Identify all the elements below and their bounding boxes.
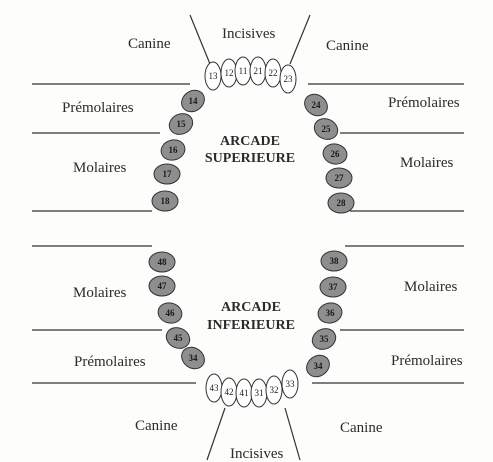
tooth-upper-incisor: 13 [205, 62, 221, 90]
tooth-upper-right: 26 [321, 142, 349, 167]
tooth-lower-right: 38 [321, 251, 347, 271]
label-canine-upper-left: Canine [128, 36, 171, 52]
svg-text:26: 26 [331, 149, 341, 159]
tooth-upper-incisor: 21 [250, 57, 266, 85]
label-molaires-lower-left: Molaires [73, 285, 126, 301]
tooth-upper-left: 15 [166, 110, 196, 138]
svg-text:34: 34 [314, 361, 324, 371]
label-molaires-lower-right: Molaires [404, 279, 457, 295]
svg-text:41: 41 [240, 388, 249, 398]
tooth-lower-incisor: 41 [236, 379, 252, 407]
tooth-lower-incisor: 42 [221, 378, 237, 406]
tooth-lower-right: 34 [302, 351, 333, 381]
label-incisives-upper: Incisives [222, 26, 275, 42]
label-premolaires-upper-left: Prémolaires [62, 100, 134, 116]
tooth-lower-incisor: 43 [206, 374, 222, 402]
svg-text:12: 12 [225, 68, 234, 78]
tooth-upper-left: 17 [154, 164, 180, 184]
svg-text:43: 43 [210, 383, 220, 393]
svg-text:36: 36 [326, 308, 336, 318]
tooth-upper-right: 25 [311, 115, 341, 143]
svg-text:25: 25 [322, 124, 332, 134]
label-incisives-lower: Incisives [230, 446, 283, 462]
upper-arch-title-line1: ARCADE [220, 134, 280, 149]
incisor-guide-upper-left [190, 15, 210, 64]
tooth-upper-right: 27 [326, 168, 352, 188]
svg-text:16: 16 [169, 145, 179, 155]
tooth-upper-left: 14 [177, 86, 208, 116]
tooth-lower-right: 35 [309, 325, 339, 353]
tooth-lower-incisor: 31 [251, 379, 267, 407]
svg-text:31: 31 [255, 388, 264, 398]
tooth-upper-incisor: 22 [265, 59, 281, 87]
label-molaires-upper-left: Molaires [73, 160, 126, 176]
tooth-upper-right: 24 [300, 90, 331, 120]
label-premolaires-lower-right: Prémolaires [391, 353, 463, 369]
svg-text:34: 34 [189, 353, 199, 363]
svg-text:28: 28 [337, 198, 347, 208]
svg-text:21: 21 [254, 66, 263, 76]
upper-left-teeth: 14 15 16 17 18 [152, 86, 209, 211]
label-molaires-upper-right: Molaires [400, 155, 453, 171]
tooth-upper-left: 16 [159, 137, 187, 163]
svg-text:37: 37 [329, 282, 339, 292]
tooth-upper-left: 18 [152, 191, 178, 211]
svg-text:46: 46 [166, 308, 176, 318]
tooth-upper-incisor: 23 [280, 65, 296, 93]
svg-text:27: 27 [335, 173, 345, 183]
svg-text:35: 35 [320, 334, 330, 344]
svg-text:24: 24 [312, 100, 322, 110]
tooth-lower-left: 47 [149, 276, 175, 296]
svg-text:22: 22 [269, 68, 278, 78]
tooth-upper-incisor: 11 [235, 57, 251, 85]
svg-text:13: 13 [209, 71, 219, 81]
tooth-lower-left: 48 [149, 252, 175, 272]
label-canine-lower-right: Canine [340, 420, 383, 436]
svg-text:23: 23 [284, 74, 294, 84]
svg-text:33: 33 [286, 379, 296, 389]
svg-text:47: 47 [158, 281, 168, 291]
svg-text:17: 17 [163, 169, 173, 179]
svg-text:18: 18 [161, 196, 171, 206]
tooth-lower-incisor: 32 [266, 376, 282, 404]
incisor-guide-upper-right [290, 15, 310, 64]
tooth-lower-right: 36 [316, 301, 344, 326]
svg-text:32: 32 [270, 385, 279, 395]
label-canine-lower-left: Canine [135, 418, 178, 434]
tooth-lower-left: 46 [156, 300, 184, 326]
lower-arch-title-line2: INFERIEURE [207, 318, 295, 333]
lower-left-teeth: 48 47 46 45 34 [149, 252, 209, 373]
upper-incisor-group: 13 12 11 21 22 23 [205, 57, 296, 93]
svg-text:15: 15 [177, 119, 187, 129]
svg-text:42: 42 [225, 387, 234, 397]
tooth-lower-right: 37 [320, 277, 346, 297]
svg-text:14: 14 [189, 96, 199, 106]
lower-incisor-group: 43 42 41 31 32 33 [206, 370, 298, 407]
lower-arch-title-line1: ARCADE [221, 300, 281, 315]
upper-arch-title-line2: SUPERIEURE [205, 151, 295, 166]
lower-right-teeth: 38 37 36 35 34 [302, 251, 347, 381]
label-premolaires-upper-right: Prémolaires [388, 95, 460, 111]
label-premolaires-lower-left: Prémolaires [74, 354, 146, 370]
tooth-upper-right: 28 [328, 193, 354, 213]
svg-text:48: 48 [158, 257, 168, 267]
label-canine-upper-right: Canine [326, 38, 369, 54]
tooth-lower-incisor: 33 [282, 370, 298, 398]
svg-text:38: 38 [330, 256, 340, 266]
svg-text:45: 45 [174, 333, 184, 343]
upper-right-teeth: 24 25 26 27 28 [300, 90, 354, 213]
svg-text:11: 11 [239, 66, 248, 76]
incisor-guide-lower-left [207, 408, 225, 460]
incisor-guide-lower-right [285, 408, 300, 460]
